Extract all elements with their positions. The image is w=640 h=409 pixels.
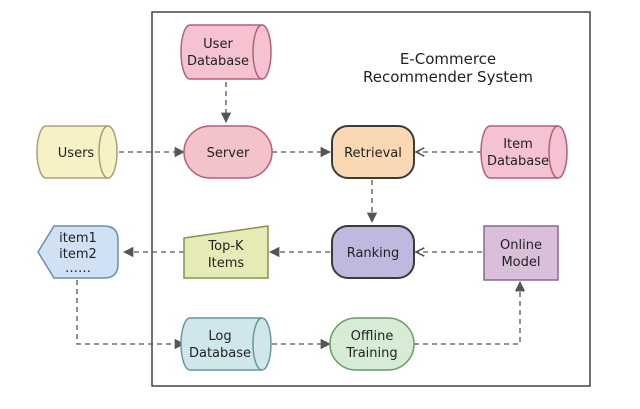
item-list-line3: …… [65, 261, 91, 276]
offline-training-label-2: Training [345, 346, 397, 361]
users-label: Users [58, 146, 95, 161]
log-database-label-2: Database [189, 346, 251, 361]
diagram-title-line2: Recommender System [363, 68, 533, 86]
item-list-line1: item1 [59, 231, 97, 246]
edge-offline-online [414, 280, 526, 345]
item-database-label-2: Database [487, 154, 549, 169]
topk-label-2: Items [208, 256, 245, 271]
online-model-label-1: Online [500, 238, 542, 253]
edge-items-logdb [76, 280, 186, 350]
server-node: Server [183, 125, 273, 179]
item-list-node: item1 item2 …… [37, 225, 119, 279]
item-list-line2: item2 [59, 247, 97, 262]
ranking-node: Ranking [331, 225, 415, 279]
online-model-label-2: Model [501, 255, 540, 270]
topk-items-node: Top-K Items [183, 225, 269, 279]
retrieval-node: Retrieval [331, 125, 415, 179]
log-database-label-1: Log [208, 329, 231, 344]
log-database-node: Log Database [180, 317, 272, 371]
user-database-label-1: User [203, 37, 233, 52]
retrieval-label: Retrieval [344, 146, 402, 161]
user-database-node: User Database [180, 24, 272, 80]
online-model-node: Online Model [483, 225, 559, 281]
offline-training-label-1: Offline [351, 329, 394, 344]
user-database-label-2: Database [187, 54, 249, 69]
users-node: Users [36, 125, 118, 179]
diagram-title-line1: E-Commerce [400, 50, 496, 68]
item-database-node: Item Database [480, 125, 568, 179]
system-frame [151, 11, 591, 387]
connectors [76, 82, 526, 350]
topk-label-1: Top-K [207, 239, 244, 254]
item-database-label-1: Item [503, 137, 533, 152]
offline-training-node: Offline Training [329, 317, 415, 371]
ranking-label: Ranking [347, 246, 400, 261]
server-label: Server [207, 146, 250, 161]
